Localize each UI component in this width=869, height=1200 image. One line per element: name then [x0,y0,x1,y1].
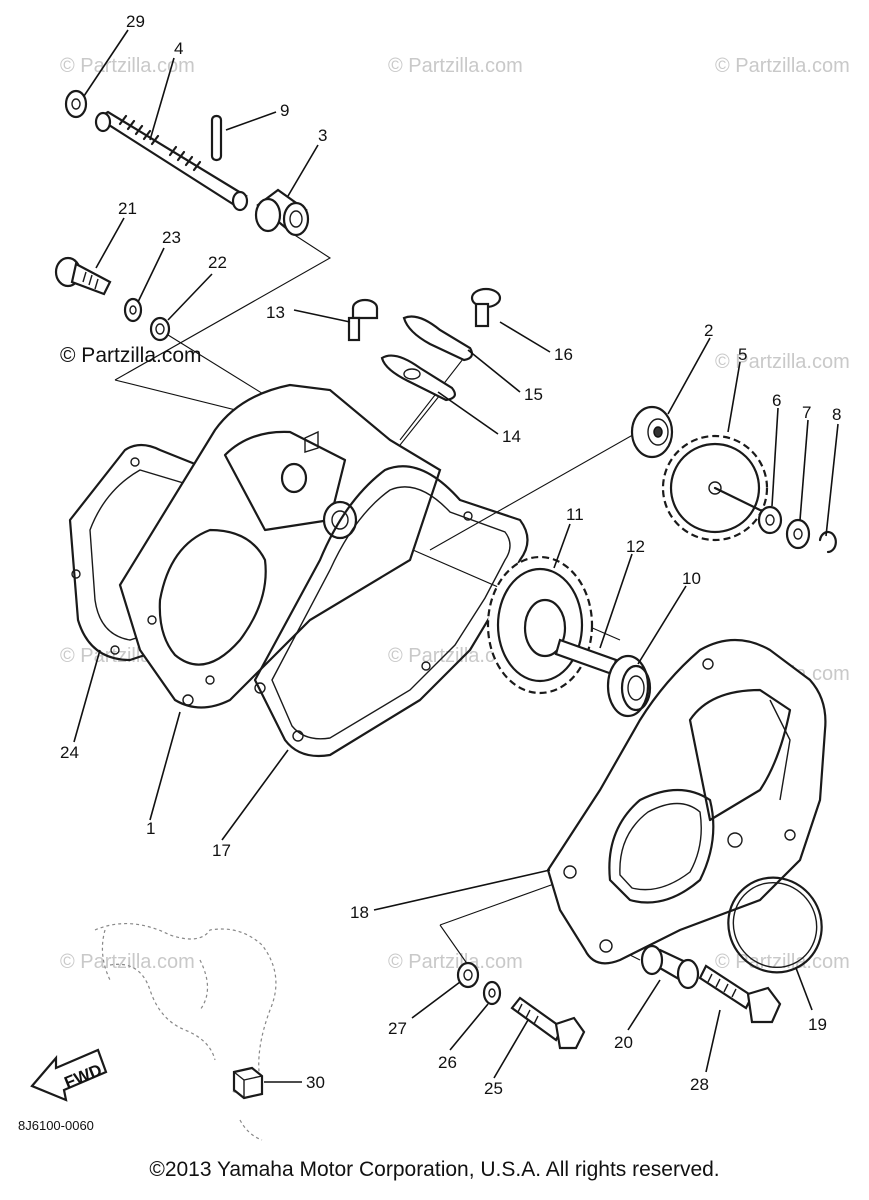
part-16-screw[interactable] [470,287,502,328]
part-8-circlip[interactable] [818,530,837,554]
part-7-washer[interactable] [785,518,811,550]
part-11-gear[interactable] [486,555,594,695]
callout-4: 4 [174,39,183,58]
watermark: © Partzilla.com [60,55,195,77]
watermark: © Partzilla.com [388,55,523,77]
callout-22: 22 [208,253,227,272]
callout-5: 5 [738,345,747,364]
watermark-strong: © Partzilla.com [60,344,202,367]
callout-10: 10 [682,569,701,588]
callout-30: 30 [306,1073,325,1092]
watermark: © Partzilla.com [715,351,850,373]
diagram-code: 8J6100-0060 [18,1118,94,1133]
callout-16: 16 [554,345,573,364]
callout-2: 2 [704,321,713,340]
part-27-washer[interactable] [456,961,480,989]
part-26-washer[interactable] [482,980,502,1006]
callout-17: 17 [212,841,231,860]
engine-outline [94,922,277,1141]
part-20-collar[interactable] [640,944,700,990]
part-4-shaft[interactable] [94,110,249,212]
callout-15: 15 [524,385,543,404]
watermark: © Partzilla.com [388,645,523,667]
callout-8: 8 [832,405,841,424]
callout-21: 21 [118,199,137,218]
part-15-plate[interactable] [402,315,474,362]
copyright-notice: ©2013 Yamaha Motor Corporation, U.S.A. A… [149,1158,720,1181]
part-9-pin[interactable] [210,114,223,162]
part-30-nut[interactable] [232,1066,264,1100]
part-2-bearing[interactable] [630,405,674,459]
callout-1: 1 [146,819,155,838]
callout-6: 6 [772,391,781,410]
callout-9: 9 [280,101,289,120]
callout-19: 19 [808,1015,827,1034]
callouts: 29 4 9 3 21 23 22 13 16 15 14 2 5 6 7 8 … [60,12,841,1098]
callout-3: 3 [318,126,327,145]
callout-13: 13 [266,303,285,322]
callout-14: 14 [502,427,521,446]
part-21-bolt[interactable] [54,256,112,296]
callout-29: 29 [126,12,145,31]
part-3-bushing[interactable] [254,188,310,237]
callout-11: 11 [566,505,584,524]
part-5-gear[interactable] [661,434,769,542]
part-14-gasket[interactable] [380,354,456,402]
watermark: © Partzilla.com [715,55,850,77]
part-28-bolt[interactable] [698,964,782,1024]
callout-12: 12 [626,537,645,556]
watermark: © Partzilla.com [388,951,523,973]
part-29-washer[interactable] [64,89,88,119]
leader-lines [73,29,839,1083]
callout-27: 27 [388,1019,407,1038]
callout-25: 25 [484,1079,503,1098]
callout-26: 26 [438,1053,457,1072]
callout-28: 28 [690,1075,709,1094]
callout-24: 24 [60,743,79,762]
part-10-bearing[interactable] [606,654,652,718]
part-6-washer[interactable] [757,505,783,535]
part-17-gasket[interactable] [253,465,529,758]
callout-7: 7 [802,403,811,422]
part-19-o-ring[interactable] [710,859,840,990]
watermark: © Partzilla.com [60,951,195,973]
fwd-arrow-icon: FWD [30,1048,108,1102]
part-18-cover[interactable] [546,639,827,965]
watermark: © Partzilla.com [715,951,850,973]
callout-23: 23 [162,228,181,247]
part-22-washer[interactable] [149,316,171,342]
callout-18: 18 [350,903,369,922]
part-25-bolt[interactable] [510,996,586,1050]
part-1-housing[interactable] [118,383,442,709]
part-23-washer[interactable] [123,297,143,323]
part-13-screw[interactable] [347,298,379,342]
callout-20: 20 [614,1033,633,1052]
